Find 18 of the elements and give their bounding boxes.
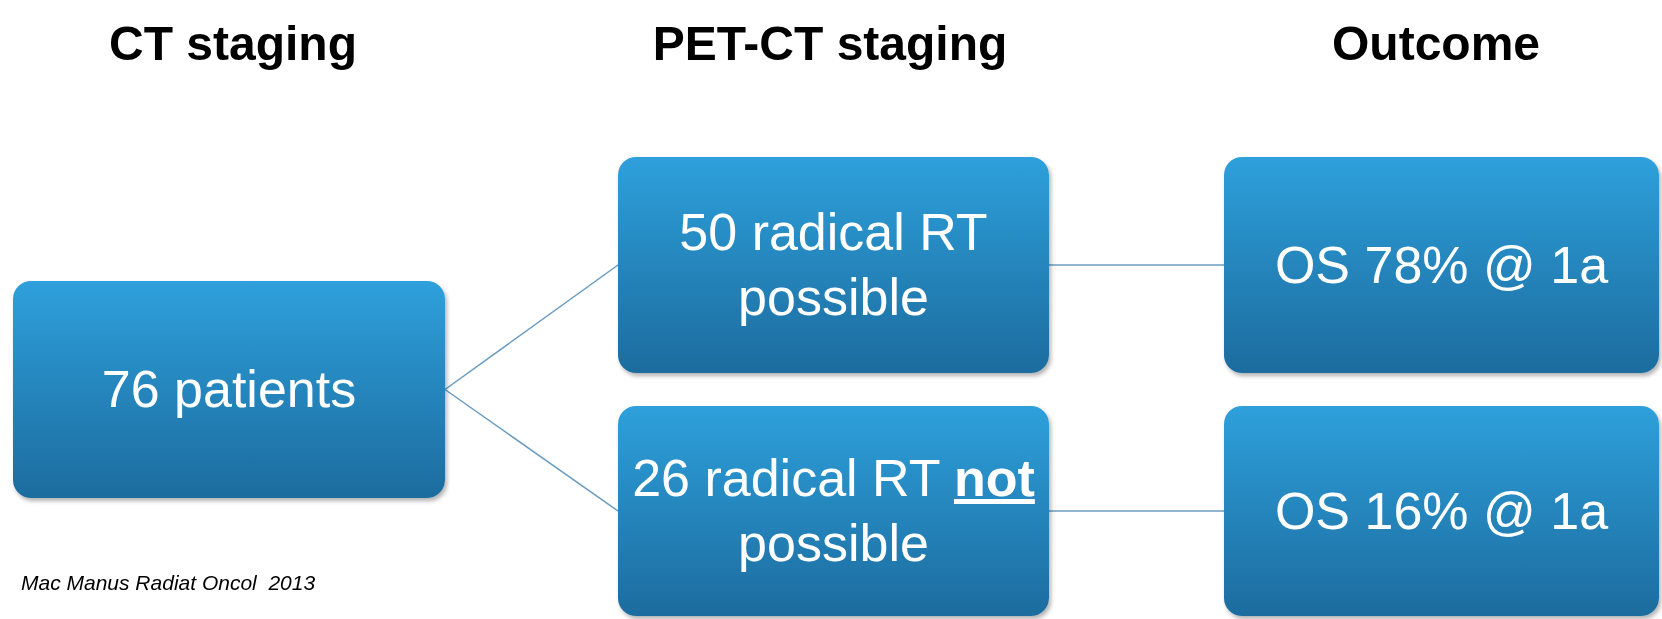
connector-line — [1048, 264, 1225, 266]
process-box — [1224, 157, 1659, 373]
citation-text: Mac Manus Radiat Oncol 2013 — [21, 570, 316, 596]
box-text: OS 16% @ 1a — [1274, 480, 1609, 542]
process-box — [618, 157, 1049, 373]
process-box — [1224, 406, 1659, 616]
process-box — [618, 406, 1049, 616]
box-text: OS 78% @ 1a — [1274, 234, 1609, 296]
connector-line — [444, 388, 619, 512]
process-box — [13, 281, 445, 498]
box-text: 76 patients — [101, 359, 357, 420]
box-text: 26 radical RT not possible — [631, 448, 1036, 574]
column-heading: CT staging — [109, 16, 357, 72]
connector-line — [444, 264, 619, 391]
connector-line — [1048, 510, 1225, 512]
column-heading: Outcome — [1332, 16, 1540, 72]
box-text: 50 radical RT possible — [678, 202, 989, 328]
column-heading: PET-CT staging — [652, 16, 1008, 72]
